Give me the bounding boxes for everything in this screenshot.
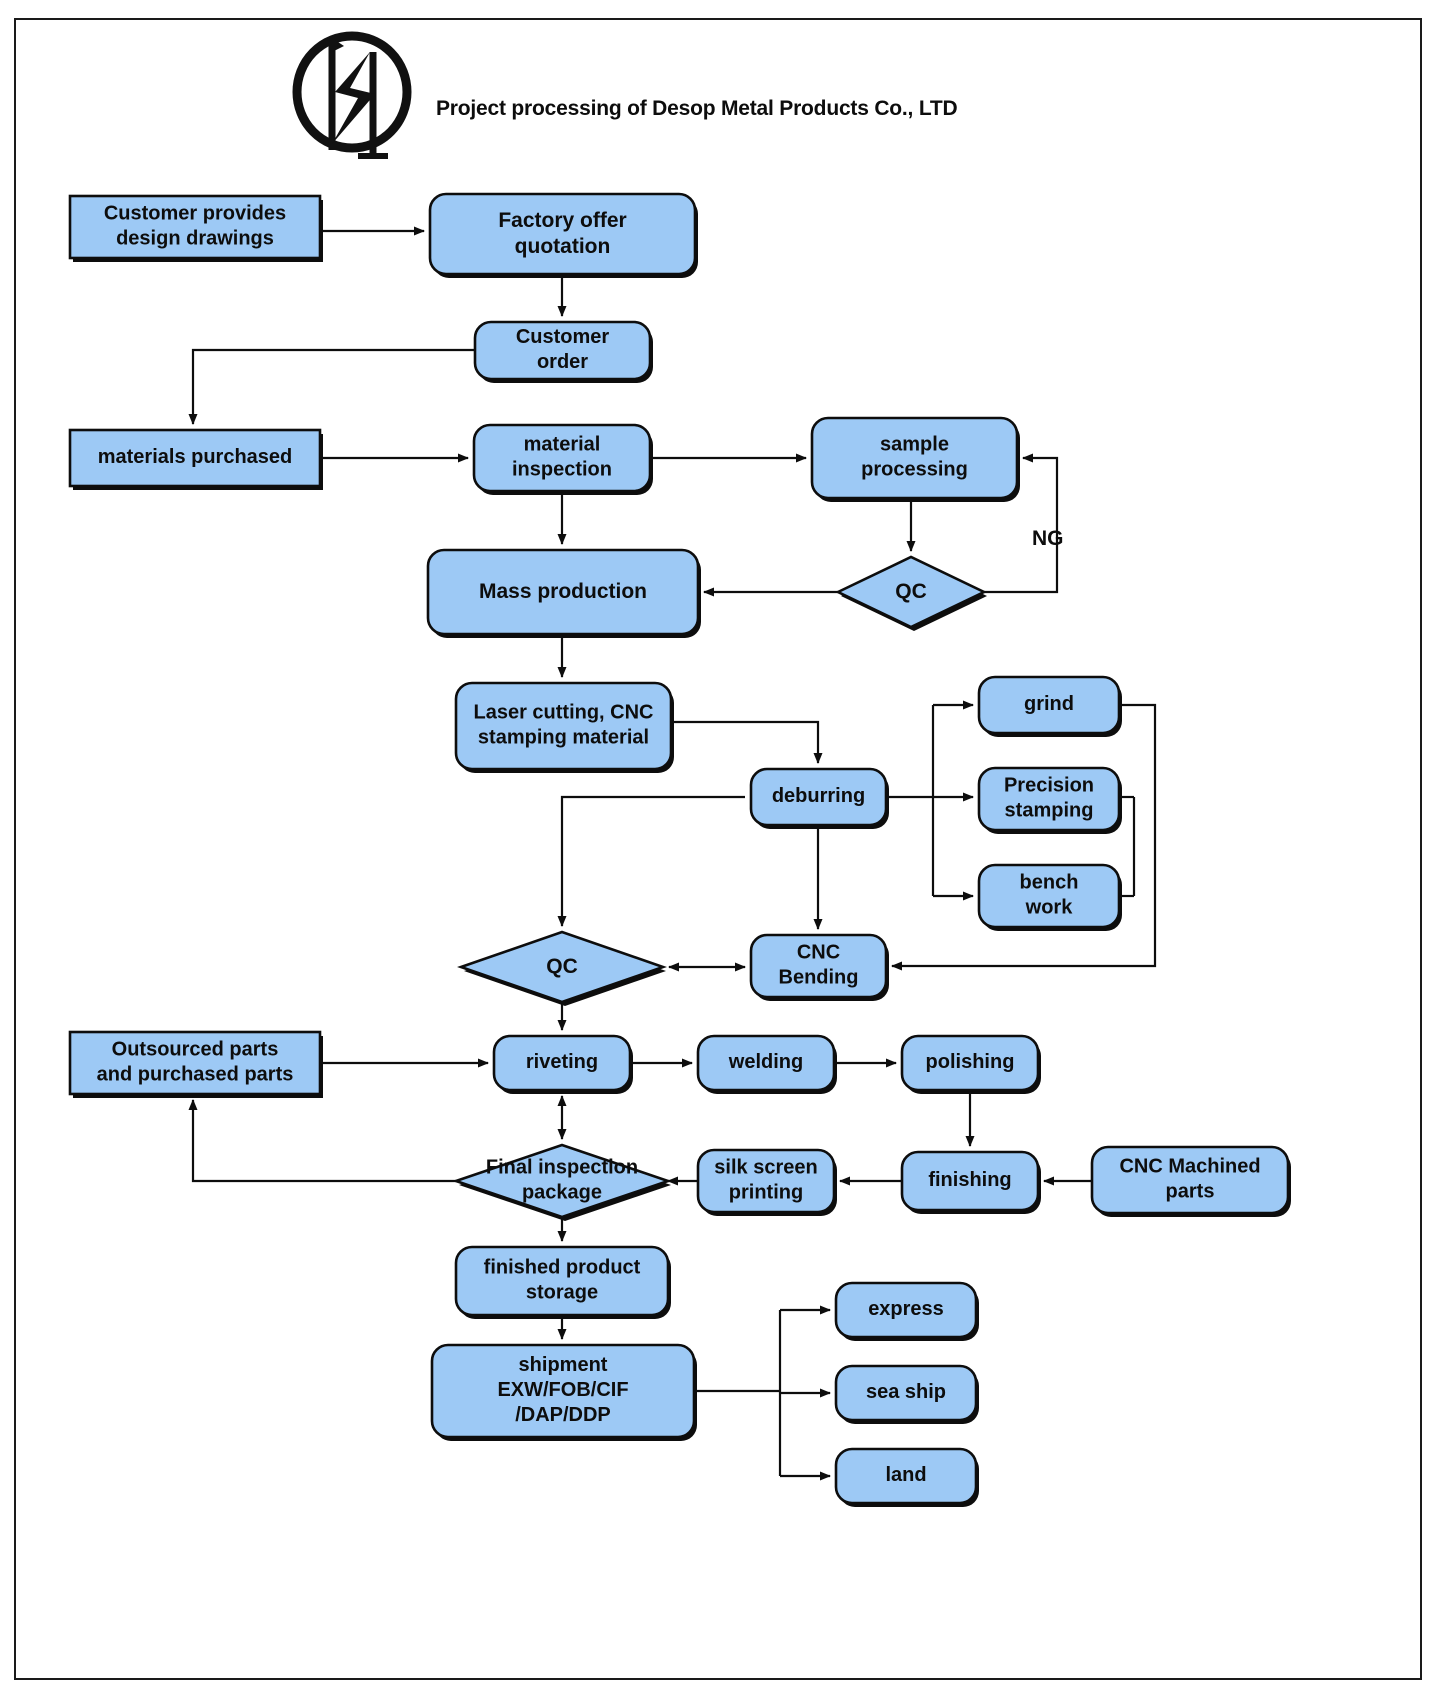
node-shape-express (834, 1281, 978, 1339)
edge-qc-ng-to-sample (984, 453, 1059, 594)
node-shape-customer_order (473, 320, 652, 381)
desop-monogram-logo-icon (292, 31, 412, 159)
node-label-land: land (885, 1464, 926, 1486)
edges-layer (188, 226, 1157, 1481)
node-label-sea_ship: sea ship (866, 1381, 946, 1403)
diagram-header: Project processing of Desop Metal Produc… (280, 30, 958, 160)
node-label-riveting: riveting (526, 1051, 598, 1073)
node-shape-silk_screen (696, 1148, 836, 1214)
node-polishing[interactable]: polishing (900, 1034, 1041, 1094)
node-label-polishing: polishing (926, 1051, 1015, 1073)
page-title: Project processing of Desop Metal Produc… (436, 97, 958, 120)
node-shape-final_inspection (451, 1143, 673, 1219)
edge-label-ng: NG (1032, 527, 1064, 550)
diagram-border-frame (14, 18, 1422, 1680)
node-shape-riveting (492, 1034, 632, 1092)
node-shape-cnc_machined (1090, 1145, 1290, 1215)
node-qc_parts[interactable]: QC (457, 930, 667, 1006)
node-label-mass_production: Mass production (479, 580, 647, 603)
node-shape-deburring (749, 767, 888, 827)
node-shape-laser_cutting (454, 681, 673, 771)
edge-deburring-left-to-qc-parts (557, 795, 745, 927)
node-land[interactable]: land (834, 1447, 979, 1507)
node-label-finishing: finishing (928, 1169, 1011, 1191)
node-deburring[interactable]: deburring (749, 767, 889, 829)
node-shape-sea_ship (834, 1364, 978, 1422)
node-shape-sample_processing (810, 416, 1019, 500)
node-riveting[interactable]: riveting (492, 1034, 633, 1094)
node-shape-finished_storage (454, 1245, 670, 1317)
node-shape-precision_stamping (977, 766, 1121, 832)
node-materials_purchased[interactable]: materials purchased (68, 428, 323, 490)
node-express[interactable]: express (834, 1281, 979, 1341)
edge-laser-to-deburring (671, 720, 823, 764)
node-label-grind: grind (1024, 693, 1074, 715)
node-shape-mass_production (426, 548, 700, 636)
node-shape-grind (977, 675, 1121, 735)
node-label-deburring: deburring (772, 785, 865, 807)
node-label-qc_sample: QC (895, 580, 927, 603)
node-qc_sample[interactable]: QC (834, 555, 988, 631)
node-shape-shipment (430, 1343, 696, 1439)
node-shape-material_inspection (472, 423, 652, 493)
edge-grind-return-to-cnc-bending (891, 703, 1157, 971)
node-shape-polishing (900, 1034, 1040, 1092)
node-finishing[interactable]: finishing (900, 1150, 1041, 1214)
edge-final-inspection-to-outsourced (188, 1099, 456, 1183)
node-shape-factory_quotation (428, 192, 697, 276)
node-shape-qc_parts (457, 930, 667, 1004)
node-sea_ship[interactable]: sea ship (834, 1364, 979, 1424)
node-shape-bench_work (977, 863, 1121, 929)
node-label-materials_purchased: materials purchased (98, 446, 293, 468)
node-shape-land (834, 1447, 978, 1505)
node-shape-finishing (900, 1150, 1040, 1212)
edge-order-to-materials (188, 348, 475, 425)
node-label-welding: welding (728, 1051, 803, 1073)
node-label-qc_parts: QC (546, 955, 578, 978)
node-shape-qc_sample (834, 555, 988, 629)
node-welding[interactable]: welding (696, 1034, 837, 1094)
node-grind[interactable]: grind (977, 675, 1122, 737)
node-shape-welding (696, 1034, 836, 1092)
node-shape-customer_drawings (68, 194, 322, 260)
node-shape-cnc_bending (749, 933, 888, 999)
node-shape-outsourced_parts (68, 1030, 322, 1096)
node-label-express: express (868, 1298, 944, 1320)
node-shape-materials_purchased (68, 428, 322, 488)
node-mass_production[interactable]: Mass production (426, 548, 701, 638)
edge-labels-layer: NG (1032, 527, 1064, 550)
